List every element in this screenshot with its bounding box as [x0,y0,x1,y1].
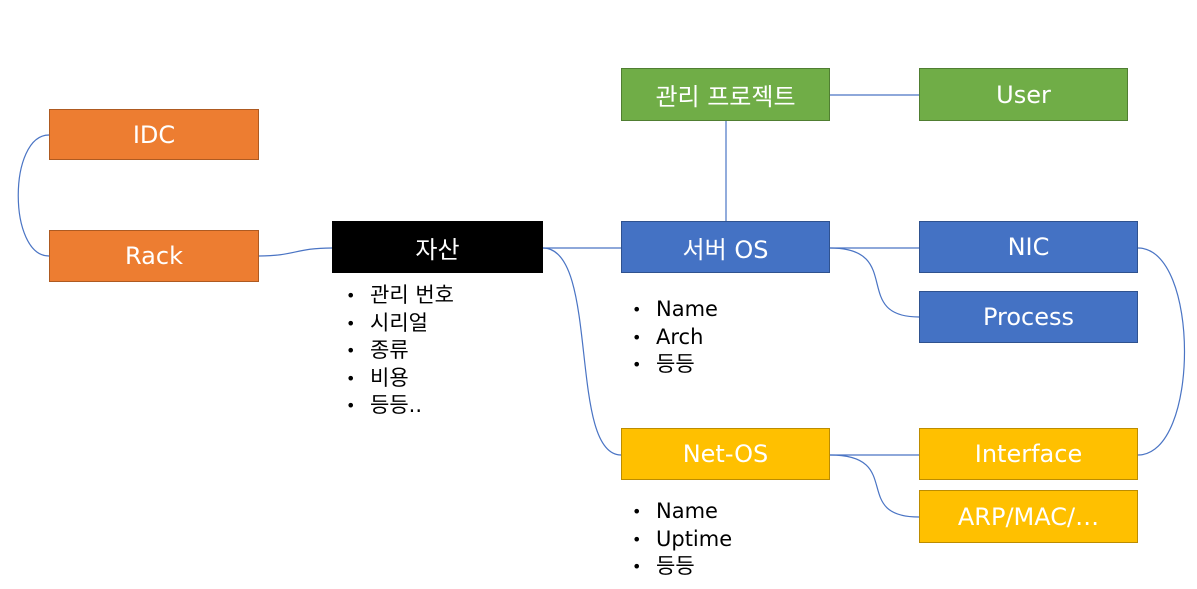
node-rack: Rack [49,230,259,282]
net-os-attribute-list: Name Uptime 등등 [620,498,732,581]
node-mgmt-project: 관리 프로젝트 [621,68,830,121]
node-interface: Interface [919,428,1138,480]
list-item: 등등.. [334,392,454,420]
list-item: Name [620,498,732,526]
list-item: 종류 [334,337,454,365]
asset-attribute-list: 관리 번호 시리얼 종류 비용 등등.. [334,282,454,420]
list-item: 비용 [334,365,454,393]
connector-rack-asset [258,247,333,257]
list-item: Uptime [620,526,732,554]
node-user: User [919,68,1128,121]
connector-asset-net-os [542,247,622,456]
node-arp-mac: ARP/MAC/… [919,490,1138,543]
list-item: 시리얼 [334,310,454,338]
node-nic: NIC [919,221,1138,273]
list-item: 등등 [620,553,732,581]
connector-server-os-process [829,247,920,318]
list-item: 관리 번호 [334,282,454,310]
node-asset: 자산 [332,221,543,273]
node-server-os: 서버 OS [621,221,830,273]
connector-idc-rack [17,134,50,257]
connector-nic-interface [1137,247,1185,456]
list-item: Name [620,296,718,324]
list-item: Arch [620,324,718,352]
node-idc: IDC [49,109,259,160]
connector-net-os-arp-mac [829,454,920,518]
node-process: Process [919,291,1138,343]
list-item: 등등 [620,351,718,379]
node-net-os: Net-OS [621,428,830,480]
server-os-attribute-list: Name Arch 등등 [620,296,718,379]
